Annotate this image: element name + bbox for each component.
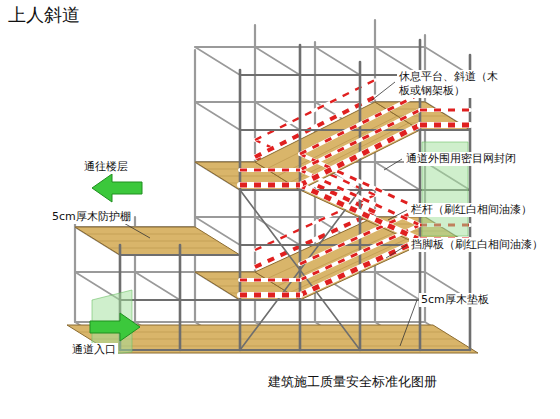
scaffold-transom [375,162,420,190]
callout-label: 栏杆（刷红白相间油漆） [409,203,534,217]
guard-rail [240,279,300,282]
scaffold-transom [135,272,180,300]
toe-board [420,123,470,128]
callout-label: 通道入口 [70,343,118,357]
toe-board [420,122,470,128]
toe-board [300,240,420,295]
plank-seam [86,234,206,235]
ramp-plank [255,102,420,190]
plank-seam [101,346,467,347]
leader-line [384,159,402,170]
scaffold-pole [179,245,182,350]
plank-seam [90,339,456,340]
scaffold-pole [299,45,302,350]
scaffold-brace [240,190,360,350]
guard-rail [420,109,470,112]
scaffold-ledger [240,349,470,351]
leader-line [372,82,395,100]
scaffold-brace [240,190,360,350]
callout-label: 休息平台、斜道（木板或钢架板） [397,70,505,98]
toe-board [240,182,300,188]
callout-label: 挡脚板（刷红白相间油漆） [409,238,545,252]
scaffold-ledger [240,129,470,131]
scaffold-transom [195,102,240,130]
callout-label: 5cm厚木防护棚 [50,210,133,224]
guard-rail [240,168,300,172]
scaffold-ledger [120,254,240,256]
caption-text: 建筑施工质量安全标准化图册 [268,374,437,390]
scaffold-pole [194,50,196,322]
guard-rail [300,110,420,170]
entrance-arrow [90,313,140,341]
scaffold-ledger [120,349,240,351]
toe-board [240,293,300,298]
guard-rail [300,94,420,154]
scaffold-transom [315,47,360,75]
toe-board [300,185,420,240]
scaffold-ledger [120,299,240,301]
toe-board [300,125,420,185]
plank-seam [218,176,278,177]
guard-rail [420,108,470,112]
guard-rail [300,94,420,154]
plank-seam [109,248,229,249]
wood-protective-shed [75,227,240,255]
scaffold-pole [359,62,362,350]
callout-label: 5cm厚木垫板 [419,293,491,307]
scaffold-transom [195,47,240,75]
scaffold-pole [74,217,76,322]
leader-line [122,222,150,238]
scaffold-transom [375,272,420,300]
scaffold-ledger [195,321,425,323]
guard-rail [240,278,300,282]
callout-label: 通往楼层 [82,160,130,174]
plank-seam [289,238,409,293]
toe-board [300,240,420,295]
guard-rail [240,169,300,172]
plank-seam [98,241,218,242]
scaffold-pole [239,70,242,350]
toe-board [240,183,300,188]
scaffold-pole [374,20,376,322]
page-title: 上人斜道 [8,4,80,27]
scaffold-transom [255,47,300,75]
toe-board [300,125,420,185]
toe-board [300,185,420,240]
leader-line [388,210,407,220]
guard-rail [300,110,420,170]
callout-label: 通道外围用密目网封闭 [404,152,518,166]
plank-seam [218,286,278,287]
exit-arrow [92,174,142,202]
scaffold-ledger [195,46,425,48]
toe-board [240,292,300,298]
leader-line [400,300,417,346]
scaffold-transom [255,102,300,130]
leader-line [386,245,407,258]
